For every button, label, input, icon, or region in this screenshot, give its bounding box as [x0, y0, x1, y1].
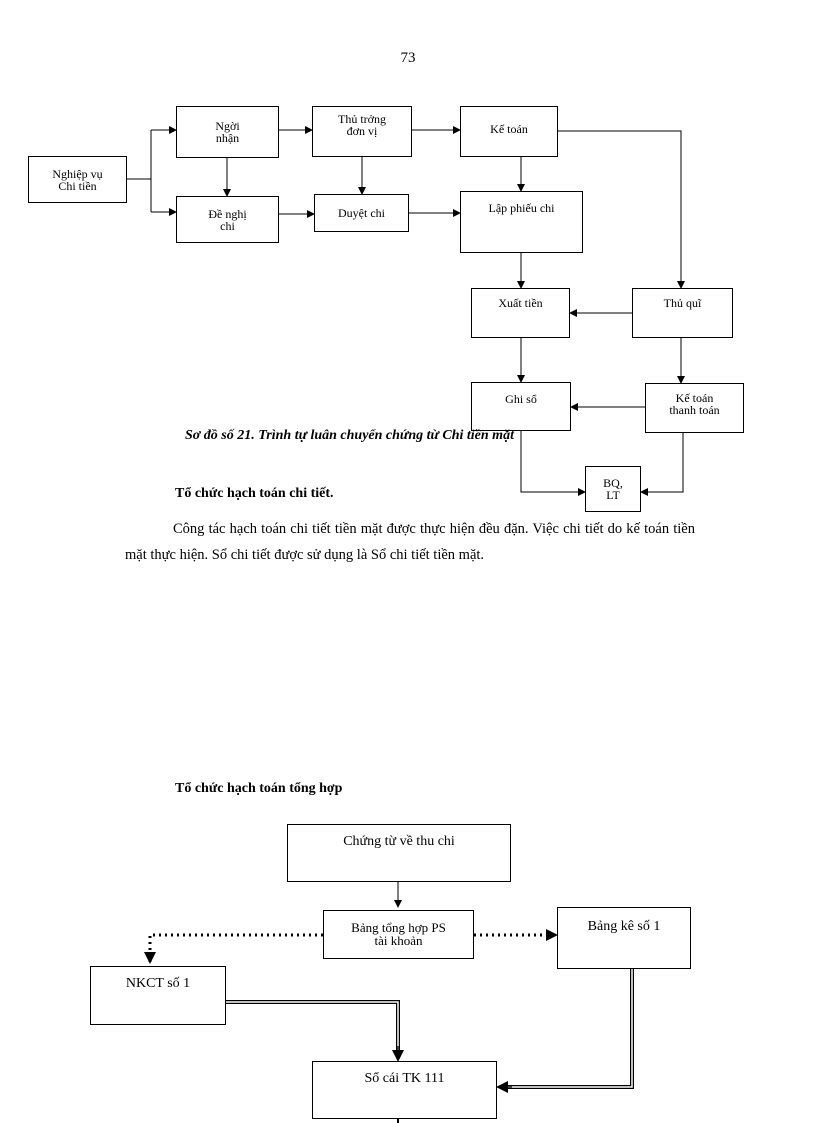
box-text-line: Thủ trởng — [337, 112, 386, 126]
box-thu-quy: Thủ quĩ — [632, 288, 733, 338]
box-nkct-so-1: NKCT số 1 — [90, 966, 226, 1025]
box-text-line: nhận — [215, 131, 240, 145]
box-ke-toan: Kế toán — [460, 106, 558, 157]
box-text-line: Ghi sổ — [505, 392, 537, 406]
box-text-line: Thủ quĩ — [663, 296, 702, 310]
diagram1-caption: Sơ đồ số 21. Trình tự luân chuyển chứng … — [185, 428, 514, 443]
box-text-line: Đề nghị — [208, 206, 247, 221]
box-text-line: Chứng từ về thu chi — [343, 834, 455, 849]
page-number: 73 — [400, 50, 416, 66]
box-lap-phieu-chi: Lập phiếu chi — [460, 191, 583, 253]
box-chung-tu-thu-chi: Chứng từ về thu chi — [287, 824, 511, 882]
box-text-line: Kế toán — [490, 122, 528, 136]
box-text-line: Xuất tiền — [498, 296, 543, 310]
box-text-line: Bảng tổng hợp PS — [351, 920, 446, 935]
box-text-line: tài khoản — [374, 933, 423, 948]
box-bang-tong-hop-ps: Bảng tổng hợp PS tài khoản — [323, 910, 474, 959]
section-heading-tong-hop: Tổ chức hạch toán tổng hợp — [175, 781, 343, 796]
box-text-line: Chi tiền — [58, 178, 97, 193]
box-text-line: Nghiệp vụ — [52, 166, 103, 181]
box-bq-lt: BQ, LT — [585, 466, 641, 512]
box-thu-truong-don-vi: Thủ trởng đơn vị — [312, 106, 412, 157]
box-text-line: thanh toán — [669, 403, 720, 417]
box-text-line: đơn vị — [346, 124, 378, 138]
box-text-line: chi — [220, 218, 235, 233]
box-ke-toan-thanh-toan: Kế toán thanh toán — [645, 383, 744, 433]
box-text-line: BQ, — [603, 476, 623, 490]
box-text-line: Ngời — [215, 119, 240, 133]
box-de-nghi-chi: Đề nghị chi — [176, 196, 279, 243]
box-text-line: Duyệt chi — [338, 206, 385, 220]
box-text-line: Lập phiếu chi — [488, 201, 555, 215]
box-duyet-chi: Duyệt chi — [314, 194, 409, 232]
box-ghi-so: Ghi sổ — [471, 382, 571, 431]
box-bang-ke-so-1: Bảng kê số 1 — [557, 907, 691, 969]
box-text-line: Sổ cái TK 111 — [364, 1071, 445, 1086]
box-xuat-tien: Xuất tiền — [471, 288, 570, 338]
box-text-line: NKCT số 1 — [125, 976, 191, 991]
box-text-line: Bảng kê số 1 — [587, 919, 661, 934]
box-nguoi-nhan: Ngời nhận — [176, 106, 279, 158]
section-heading-chi-tiet: Tổ chức hạch toán chi tiết. — [175, 486, 334, 501]
section-paragraph: Công tác hạch toán chi tiết tiền mặt đượ… — [125, 521, 695, 563]
box-text-line: LT — [606, 488, 620, 502]
box-text-line: Kế toán — [675, 391, 714, 405]
box-nghiep-vu-chi-tien: Nghiệp vụ Chi tiền — [28, 156, 127, 203]
box-so-cai-tk-111: Sổ cái TK 111 — [312, 1061, 497, 1119]
